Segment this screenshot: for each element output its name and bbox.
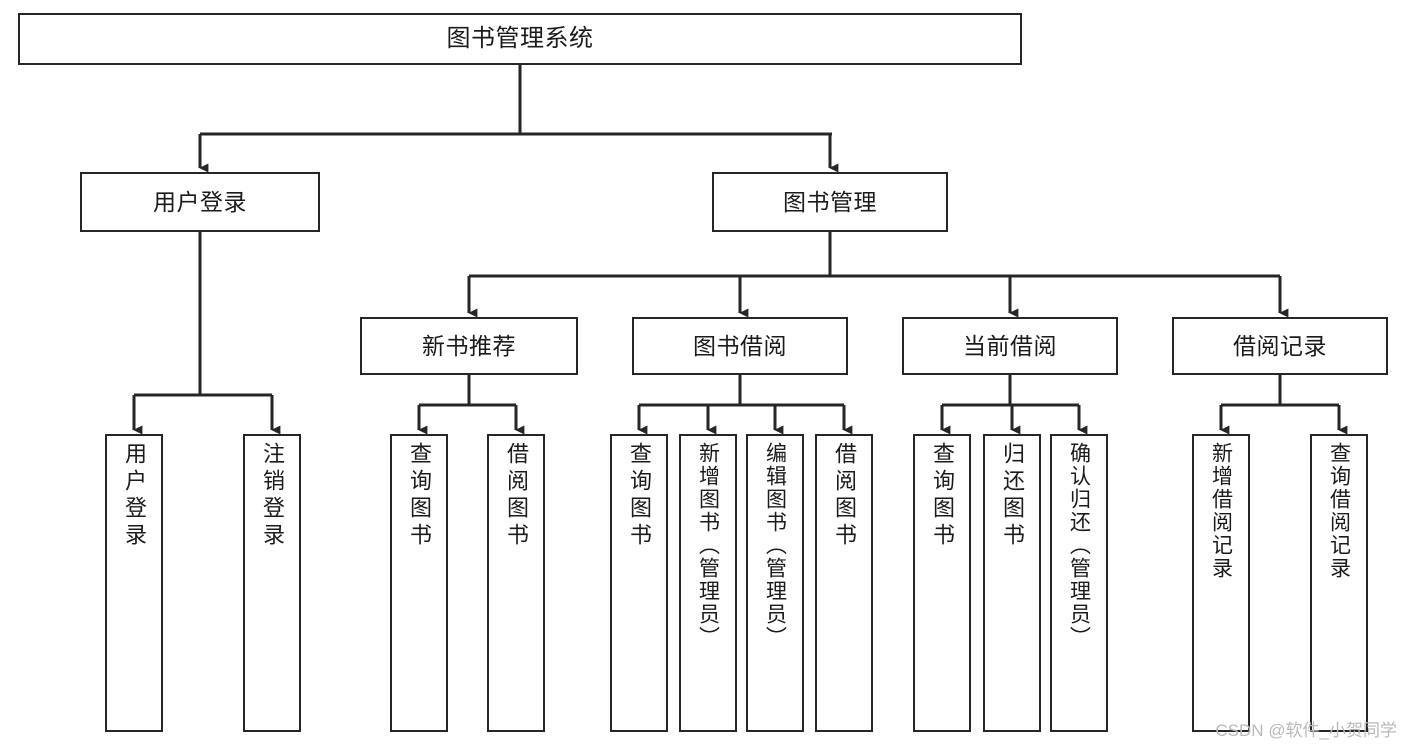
node-leaf-confirm-return-label: 确认归还（管理员） — [1067, 442, 1091, 649]
node-leaf-borrow-book-2-label: 借阅图书 — [832, 442, 857, 550]
node-root[interactable]: 图书管理系统 — [18, 13, 1022, 65]
node-leaf-query-book-2[interactable]: 查询图书 — [610, 434, 668, 732]
node-leaf-user-login[interactable]: 用户登录 — [105, 434, 163, 732]
node-leaf-query-book-3[interactable]: 查询图书 — [913, 434, 971, 732]
node-leaf-query-book-1-label: 查询图书 — [407, 442, 432, 550]
node-book-borrow-label: 图书借阅 — [693, 332, 787, 359]
node-book-management-label: 图书管理 — [783, 188, 877, 215]
node-leaf-borrow-book-1[interactable]: 借阅图书 — [487, 434, 545, 732]
node-leaf-query-book-2-label: 查询图书 — [627, 442, 652, 550]
node-current-borrow-label: 当前借阅 — [963, 332, 1057, 359]
node-book-borrow[interactable]: 图书借阅 — [632, 317, 848, 375]
node-leaf-return-book[interactable]: 归还图书 — [983, 434, 1041, 732]
node-leaf-logout-label: 注销登录 — [260, 442, 285, 550]
node-book-management[interactable]: 图书管理 — [712, 172, 948, 232]
node-leaf-query-book-3-label: 查询图书 — [930, 442, 955, 550]
node-leaf-user-login-label: 用户登录 — [122, 442, 147, 550]
node-leaf-add-record[interactable]: 新增借阅记录 — [1192, 434, 1250, 732]
node-leaf-return-book-label: 归还图书 — [1000, 442, 1025, 550]
node-user-login-label: 用户登录 — [153, 188, 247, 215]
node-root-label: 图书管理系统 — [446, 25, 594, 53]
node-leaf-add-book[interactable]: 新增图书（管理员） — [679, 434, 737, 732]
node-leaf-confirm-return[interactable]: 确认归还（管理员） — [1050, 434, 1108, 732]
node-user-login[interactable]: 用户登录 — [80, 172, 320, 232]
node-leaf-add-book-label: 新增图书（管理员） — [696, 442, 720, 649]
node-new-book-recommend[interactable]: 新书推荐 — [360, 317, 578, 375]
node-new-book-recommend-label: 新书推荐 — [422, 332, 516, 359]
csdn-watermark: CSDN @软件_小贺同学 — [1215, 721, 1397, 740]
node-borrow-record-label: 借阅记录 — [1233, 332, 1327, 359]
node-leaf-query-record-label: 查询借阅记录 — [1327, 442, 1351, 580]
node-leaf-borrow-book-1-label: 借阅图书 — [504, 442, 529, 550]
node-leaf-edit-book-label: 编辑图书（管理员） — [763, 442, 787, 649]
node-leaf-add-record-label: 新增借阅记录 — [1209, 442, 1233, 580]
node-borrow-record[interactable]: 借阅记录 — [1172, 317, 1388, 375]
node-leaf-query-record[interactable]: 查询借阅记录 — [1310, 434, 1368, 732]
node-leaf-borrow-book-2[interactable]: 借阅图书 — [815, 434, 873, 732]
node-leaf-edit-book[interactable]: 编辑图书（管理员） — [746, 434, 804, 732]
node-leaf-logout[interactable]: 注销登录 — [243, 434, 301, 732]
node-leaf-query-book-1[interactable]: 查询图书 — [390, 434, 448, 732]
node-current-borrow[interactable]: 当前借阅 — [902, 317, 1118, 375]
